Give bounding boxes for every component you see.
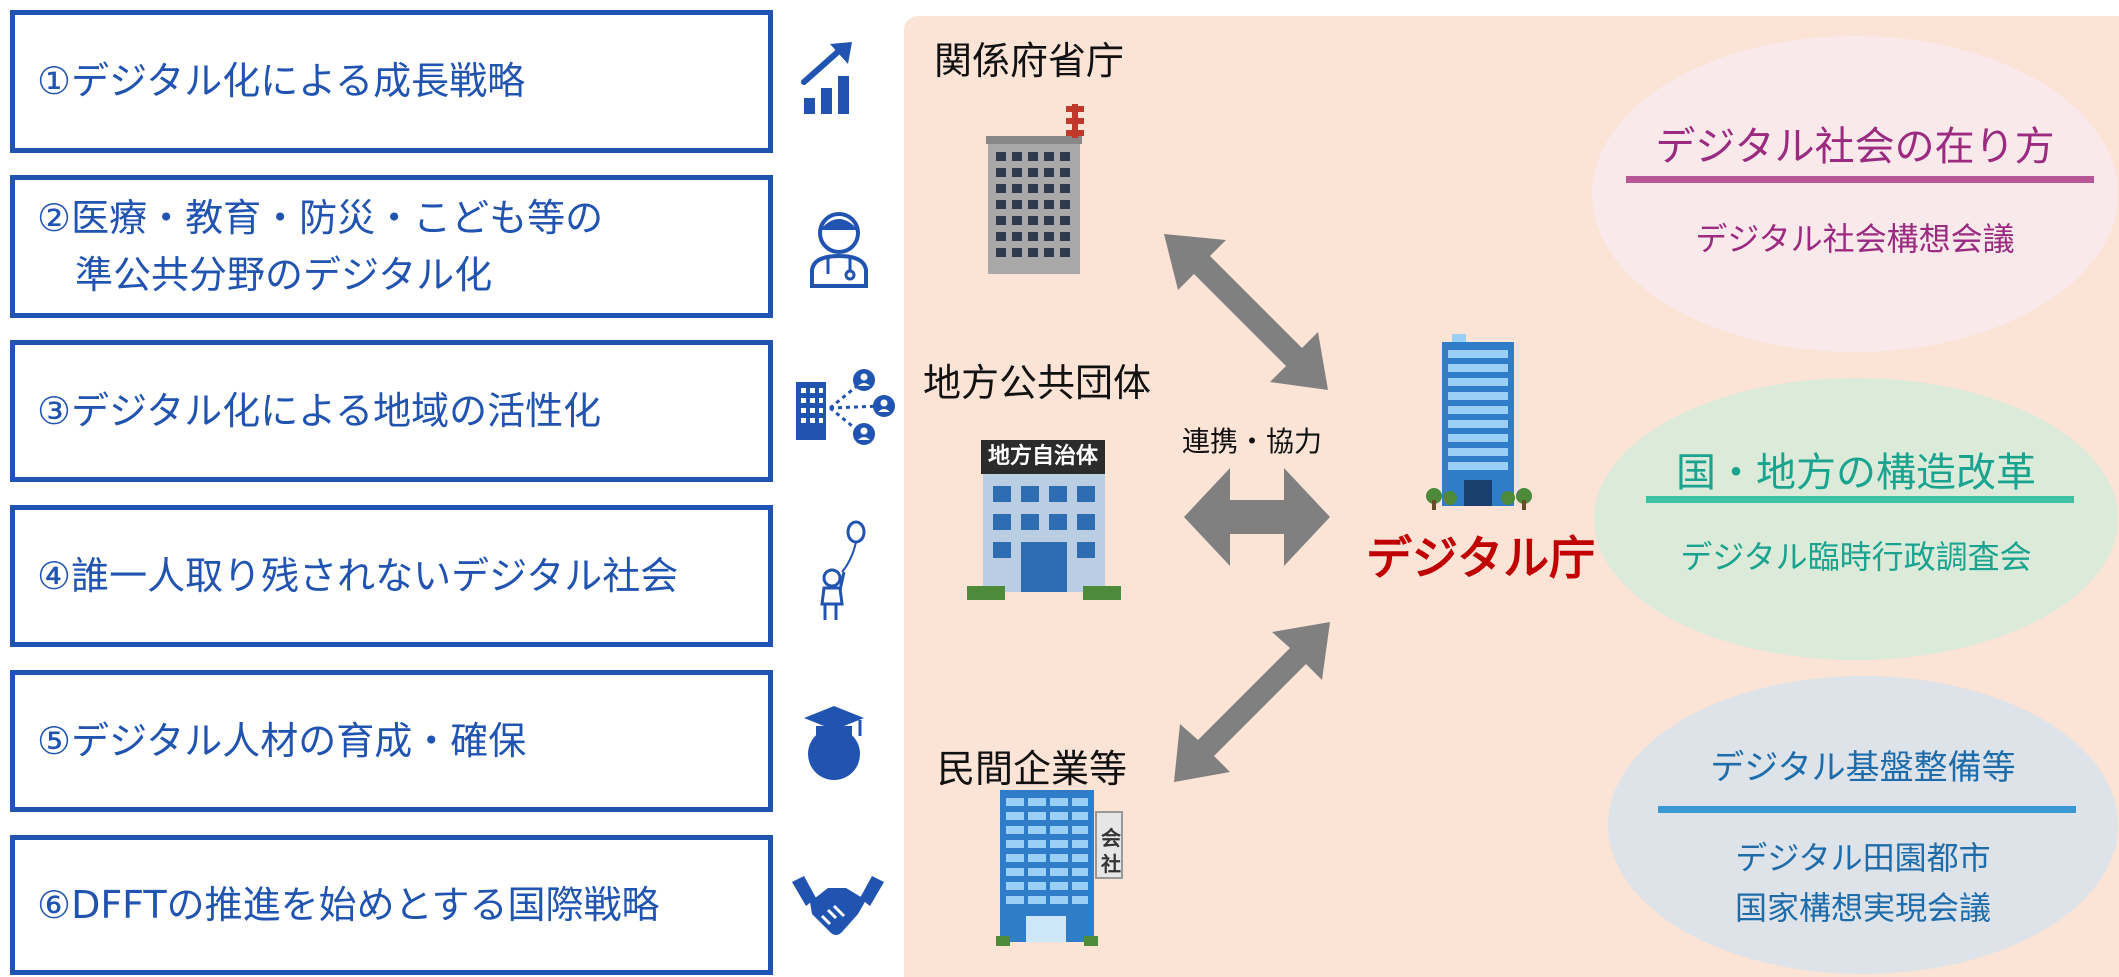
local-government-sign: 地方自治体	[981, 440, 1105, 474]
strategy-label: ②医療・教育・防災・こども等の 準公共分野のデジタル化	[37, 195, 604, 297]
strategy-label: ⑤デジタル人材の育成・確保	[37, 718, 527, 763]
strategy-box-4: ④誰一人取り残されないデジタル社会	[10, 505, 773, 647]
strategy-label: ⑥DFFTの推進を始めとする国際戦略	[37, 882, 660, 927]
arrow-private-agency	[1174, 622, 1330, 782]
growth-chart-icon	[801, 42, 852, 114]
private-companies-label: 民間企業等	[937, 747, 1128, 791]
ministries-building-icon	[986, 104, 1084, 274]
council-divider	[1626, 176, 2094, 183]
strategy-box-2: ②医療・教育・防災・こども等の 準公共分野のデジタル化	[10, 175, 773, 318]
child-balloon-icon	[820, 520, 866, 620]
council-divider	[1658, 806, 2076, 813]
local-government-label: 地方公共団体	[923, 361, 1152, 405]
cooperation-label: 連携・協力	[1182, 425, 1323, 458]
strategy-box-6: ⑥DFFTの推進を始めとする国際戦略	[10, 835, 773, 975]
council-title: デジタル基盤整備等	[1710, 748, 2016, 788]
doctor-icon	[810, 212, 868, 288]
council-ellipse-1: デジタル社会の在り方 デジタル社会構想会議	[1592, 36, 2118, 352]
arrow-local-agency	[1184, 468, 1330, 566]
arrow-ministries-agency	[1164, 234, 1328, 390]
council-subtitle: デジタル社会構想会議	[1695, 220, 2015, 258]
strategy-box-1: ①デジタル化による成長戦略	[10, 10, 773, 153]
council-subtitle: デジタル田園都市 国家構想実現会議	[1734, 839, 1991, 927]
council-ellipse-3: デジタル基盤整備等 デジタル田園都市 国家構想実現会議	[1608, 676, 2118, 974]
strategy-label: ①デジタル化による成長戦略	[37, 59, 526, 103]
digital-agency-label: デジタル庁	[1366, 531, 1596, 585]
local-government-building-icon	[967, 474, 1121, 600]
company-building-icon	[996, 790, 1123, 946]
council-title: デジタル社会の在り方	[1655, 124, 2055, 170]
graduate-icon	[804, 706, 864, 780]
strategy-box-3: ③デジタル化による地域の活性化	[10, 340, 773, 482]
strategy-label: ④誰一人取り残されないデジタル社会	[37, 553, 679, 598]
strategy-label: ③デジタル化による地域の活性化	[37, 388, 602, 433]
council-ellipse-2: 国・地方の構造改革 デジタル臨時行政調査会	[1594, 378, 2118, 660]
digital-agency-building-icon	[1426, 334, 1532, 510]
company-sign-char-1: 会	[1101, 826, 1121, 850]
company-sign-char-2: 社	[1101, 852, 1121, 876]
council-title: 国・地方の構造改革	[1676, 450, 2036, 496]
strategy-box-5: ⑤デジタル人材の育成・確保	[10, 670, 773, 812]
council-divider	[1646, 496, 2074, 503]
handshake-icon	[792, 876, 884, 935]
council-subtitle: デジタル臨時行政調査会	[1680, 538, 2032, 576]
local-government-building: 地方自治体	[965, 440, 1123, 602]
ministries-label: 関係府省庁	[934, 39, 1125, 83]
city-network-icon	[796, 369, 895, 445]
